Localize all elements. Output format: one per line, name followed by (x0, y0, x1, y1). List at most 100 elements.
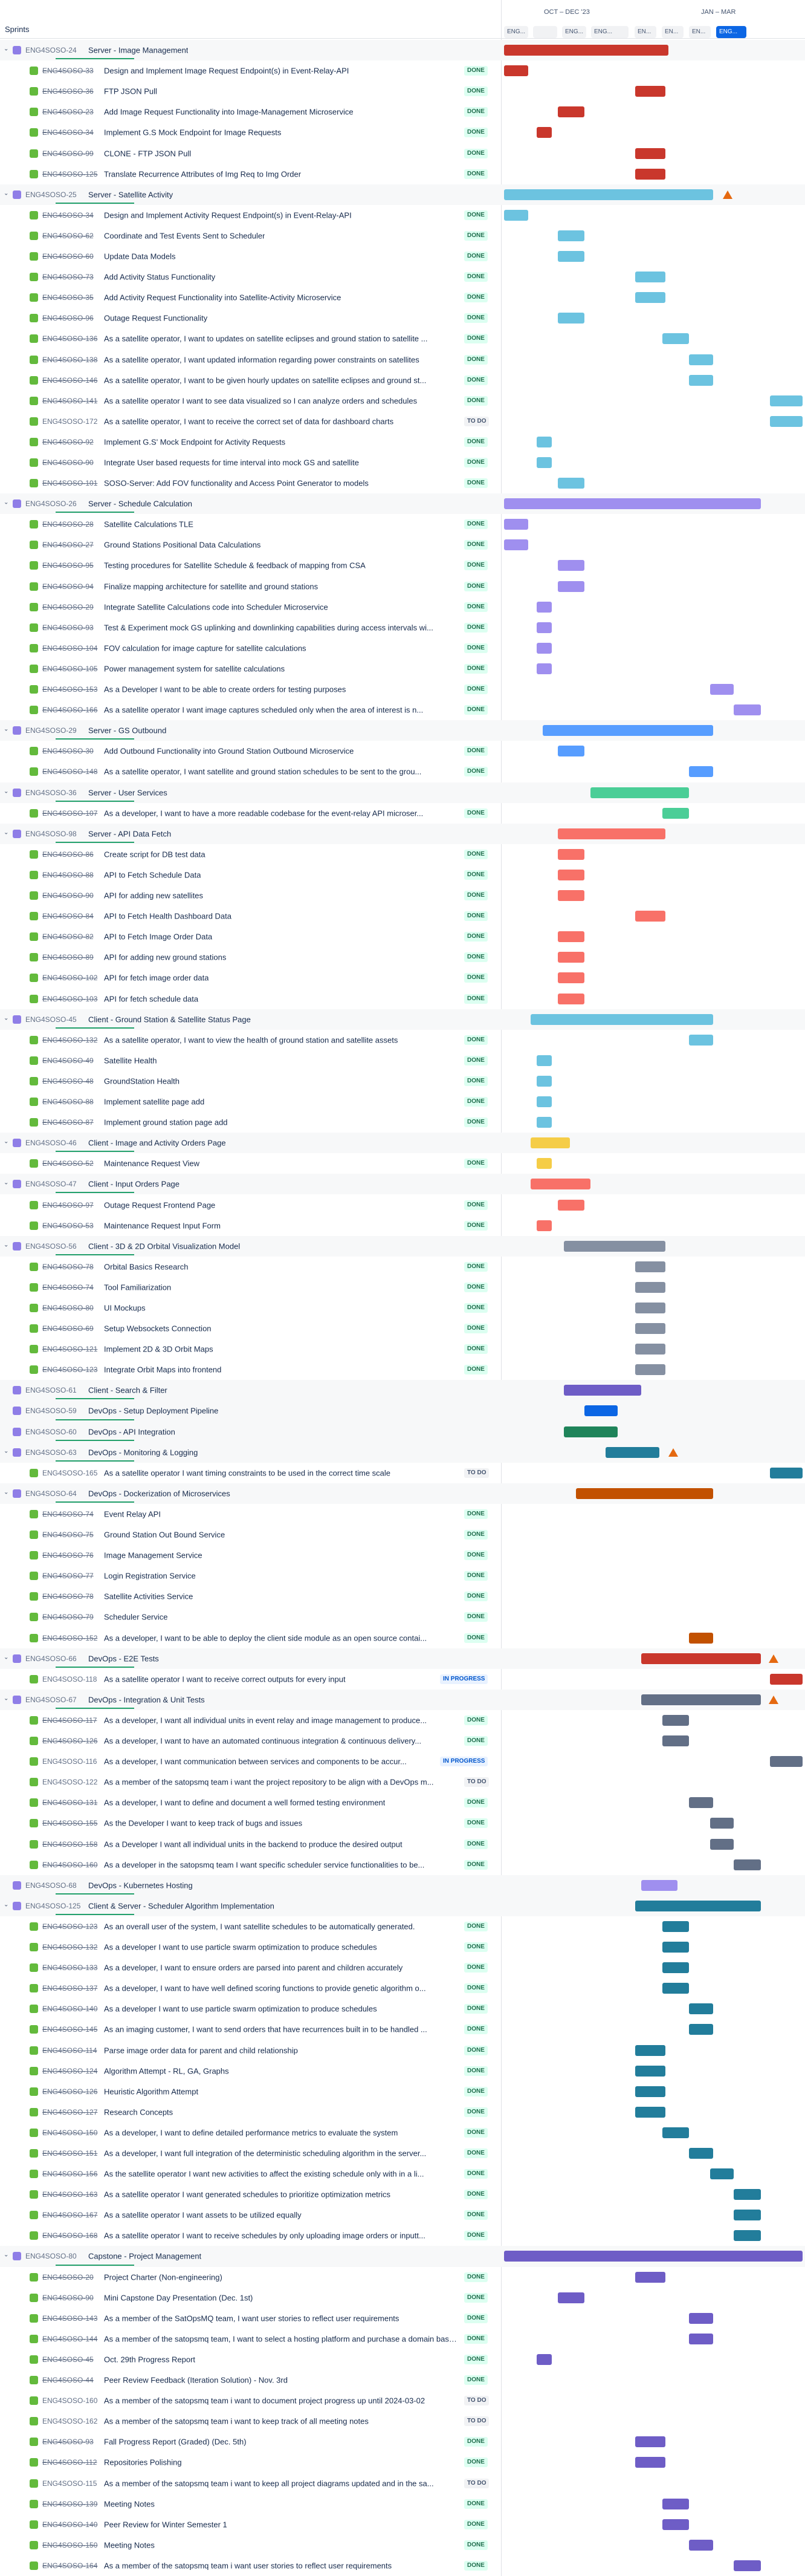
timeline-bar[interactable] (635, 1323, 665, 1335)
issue-key[interactable]: ENG4SOSO-53 (42, 1221, 94, 1230)
issue-title[interactable]: As a satellite operator I want timing co… (104, 1468, 391, 1478)
status-badge[interactable]: DONE (464, 2148, 488, 2158)
timeline-bar[interactable] (575, 1488, 713, 1499)
sprint-marker[interactable]: ENG... (591, 26, 629, 38)
chevron-down-icon[interactable]: ⌄ (4, 2251, 9, 2259)
issue-key[interactable]: ENG4SOSO-144 (42, 2334, 98, 2343)
status-badge[interactable]: DONE (464, 870, 488, 880)
timeline-bar[interactable] (734, 2189, 761, 2200)
issue-title[interactable]: As a satellite operator I want generated… (104, 2190, 391, 2199)
status-badge[interactable]: DONE (464, 1736, 488, 1746)
timeline-bar[interactable] (635, 1281, 665, 1293)
timeline-bar[interactable] (537, 1096, 552, 1108)
issue-key[interactable]: ENG4SOSO-34 (42, 128, 94, 137)
issue-key[interactable]: ENG4SOSO-145 (42, 2025, 98, 2034)
timeline-bar[interactable] (689, 2147, 713, 2159)
status-badge[interactable]: TO DO (464, 416, 490, 426)
issue-key[interactable]: ENG4SOSO-66 (25, 1654, 77, 1663)
status-badge[interactable]: DONE (464, 952, 488, 963)
issue-title[interactable]: Image Management Service (104, 1550, 202, 1560)
issue-title[interactable]: DevOps - Setup Deployment Pipeline (88, 1406, 219, 1416)
status-badge[interactable]: DONE (464, 2519, 488, 2529)
status-badge[interactable]: DONE (464, 334, 488, 344)
issue-key[interactable]: ENG4SOSO-140 (42, 2005, 98, 2014)
issue-key[interactable]: ENG4SOSO-160 (42, 1860, 98, 1869)
timeline-bar[interactable] (710, 1838, 734, 1850)
status-badge[interactable]: DONE (464, 1715, 488, 1725)
issue-key[interactable]: ENG4SOSO-101 (42, 479, 98, 488)
issue-title[interactable]: API for fetch image order data (104, 973, 209, 983)
issue-key[interactable]: ENG4SOSO-132 (42, 1035, 98, 1044)
status-badge[interactable]: DONE (464, 148, 488, 158)
issue-key[interactable]: ENG4SOSO-92 (42, 437, 94, 446)
issue-title[interactable]: Design and Implement Image Request Endpo… (104, 66, 349, 76)
timeline-bar[interactable] (557, 560, 585, 571)
issue-title[interactable]: Implement G.S' Mock Endpoint for Activit… (104, 437, 286, 447)
timeline-bar[interactable] (734, 2210, 761, 2221)
issue-title[interactable]: As a member of the satopsmq team i want … (104, 2416, 369, 2426)
timeline-bar[interactable] (504, 209, 528, 221)
status-badge[interactable]: DONE (464, 375, 488, 385)
issue-title[interactable]: Server - User Services (88, 788, 167, 798)
issue-title[interactable]: Client - 3D & 2D Orbital Visualization M… (88, 1241, 241, 1251)
issue-title[interactable]: Server - Schedule Calculation (88, 499, 192, 509)
timeline-bar[interactable] (689, 2333, 713, 2344)
timeline-bar[interactable] (769, 415, 803, 427)
issue-key[interactable]: ENG4SOSO-105 (42, 664, 98, 673)
issue-key[interactable]: ENG4SOSO-148 (42, 767, 98, 776)
issue-key[interactable]: ENG4SOSO-168 (42, 2231, 98, 2240)
timeline-bar[interactable] (641, 1653, 761, 1664)
timeline-bar[interactable] (635, 1261, 665, 1272)
chevron-down-icon[interactable]: ⌄ (4, 45, 9, 53)
status-badge[interactable]: DONE (464, 1303, 488, 1313)
issue-title[interactable]: Research Concepts (104, 2107, 173, 2117)
timeline-bar[interactable] (662, 333, 690, 345)
issue-key[interactable]: ENG4SOSO-90 (42, 2293, 94, 2302)
issue-title[interactable]: Add Outbound Functionality into Ground S… (104, 746, 354, 756)
issue-key[interactable]: ENG4SOSO-124 (42, 2066, 98, 2075)
timeline-bar[interactable] (734, 2560, 761, 2571)
status-badge[interactable]: DONE (464, 2210, 488, 2220)
issue-title[interactable]: Maintenance Request View (104, 1159, 200, 1168)
timeline-bar[interactable] (635, 2086, 665, 2097)
issue-key[interactable]: ENG4SOSO-46 (25, 1139, 77, 1148)
timeline-bar[interactable] (504, 45, 668, 56)
chevron-down-icon[interactable]: ⌄ (4, 1138, 9, 1145)
issue-key[interactable]: ENG4SOSO-112 (42, 2458, 97, 2467)
issue-title[interactable]: Orbital Basics Research (104, 1262, 189, 1272)
status-badge[interactable]: DONE (464, 2045, 488, 2055)
status-badge[interactable]: DONE (464, 66, 488, 76)
status-badge[interactable]: DONE (464, 663, 488, 674)
status-badge[interactable]: DONE (464, 746, 488, 756)
status-badge[interactable]: DONE (464, 2107, 488, 2117)
status-badge[interactable]: IN PROGRESS (440, 1757, 488, 1767)
timeline-bar[interactable] (504, 189, 713, 200)
status-badge[interactable]: DONE (464, 2354, 488, 2364)
status-badge[interactable]: TO DO (464, 1468, 490, 1478)
issue-key[interactable]: ENG4SOSO-123 (42, 1365, 98, 1374)
issue-title[interactable]: Setup Websockets Connection (104, 1324, 212, 1333)
issue-title[interactable]: As a satellite operator, I want to recei… (104, 417, 394, 426)
